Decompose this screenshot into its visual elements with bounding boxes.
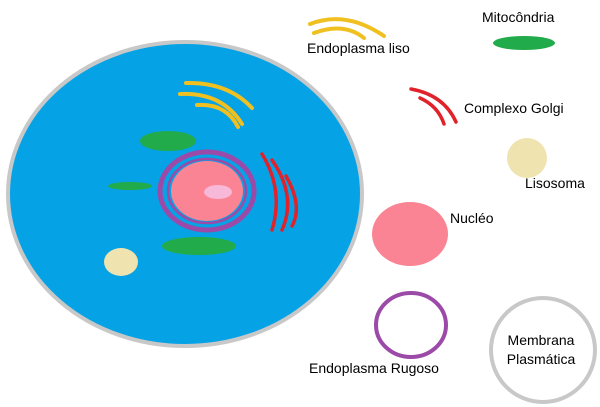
cell-lisosoma: [104, 248, 138, 276]
legend-complexo-golgi-icon: [409, 87, 458, 126]
cell-mitocondria-top: [140, 131, 196, 151]
cell-mitocondria-left: [108, 182, 152, 190]
label-nucleo: Nucléo: [450, 210, 494, 226]
label-endoplasma-rugoso: Endoplasma Rugoso: [309, 360, 439, 376]
label-endoplasma-liso: Endoplasma liso: [307, 40, 410, 56]
cell-endoplasma-rugoso-outer: [157, 149, 257, 233]
label-membrana-line2: Plasmática: [506, 351, 576, 367]
label-membrana-line1: Membrana: [507, 332, 575, 348]
cell-endoplasma-rugoso-inner: [166, 157, 248, 225]
legend-nucleo-icon: [372, 202, 448, 266]
cell-nucleolo: [204, 185, 232, 199]
legend-membrana-icon: [489, 296, 597, 404]
legend-endoplasma-liso-icon: [308, 17, 386, 40]
legend-endoplasma-rugoso-icon: [374, 291, 448, 359]
label-lisosoma: Lisosoma: [525, 175, 585, 191]
cell-mitocondria-bottom: [162, 237, 236, 255]
label-membrana-plasmatica: Membrana Plasmática: [492, 331, 590, 369]
legend-mitocondria-icon: [493, 36, 555, 50]
legend-lisosoma-icon: [507, 138, 547, 178]
cell-nucleus-group: [157, 149, 257, 233]
cell-complexo-golgi: [260, 152, 299, 232]
label-complexo-golgi: Complexo Golgi: [464, 100, 564, 116]
cell-endoplasma-liso: [178, 80, 254, 129]
label-mitocondria: Mitocôndria: [482, 9, 555, 25]
